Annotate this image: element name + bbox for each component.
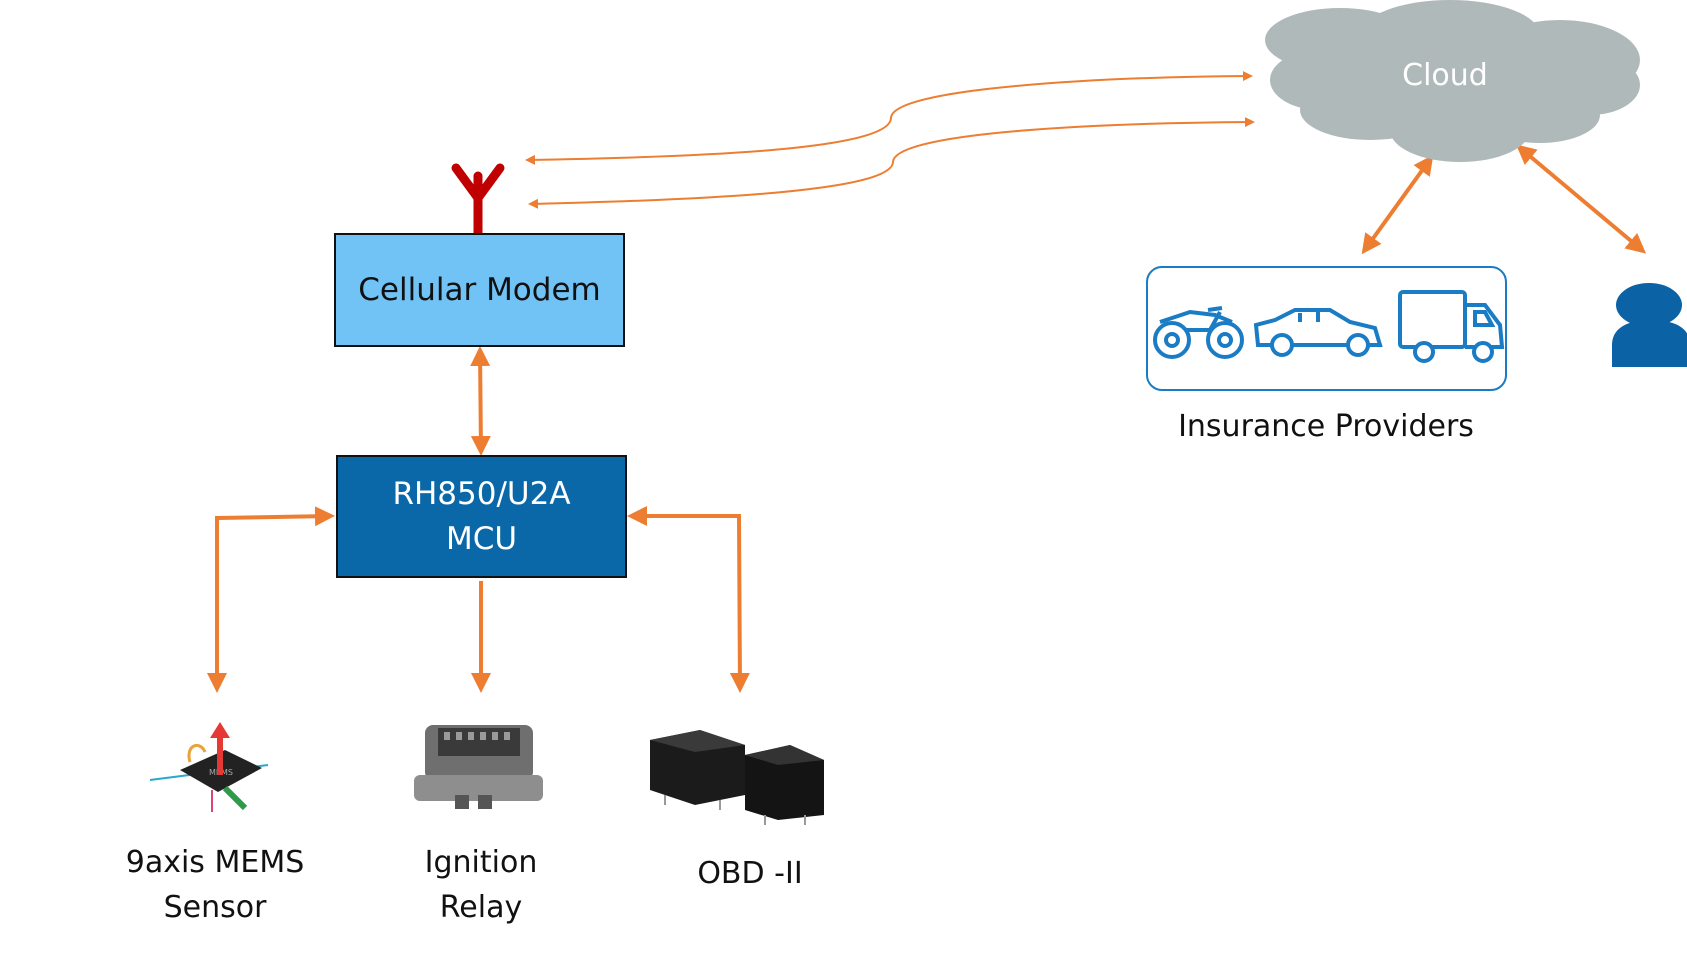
uplink-arrow bbox=[525, 71, 1253, 165]
car-icon bbox=[1253, 308, 1383, 357]
insurance-providers-box bbox=[1146, 266, 1507, 391]
antenna-icon bbox=[451, 163, 505, 240]
ignition-relay-label: Ignition Relay bbox=[425, 840, 538, 930]
relay-label-line1: Ignition bbox=[424, 845, 538, 880]
obd-label: OBD -II bbox=[697, 851, 802, 896]
insurance-providers-label: Insurance Providers bbox=[1178, 409, 1474, 444]
obd-relay-icon bbox=[650, 730, 824, 825]
truck-icon bbox=[1398, 290, 1505, 363]
cellular-modem-label: Cellular Modem bbox=[358, 272, 601, 308]
cloud-shape bbox=[1265, 0, 1640, 162]
ignition-relay-icon bbox=[414, 725, 543, 809]
mcu-mems-arrow bbox=[207, 506, 335, 693]
insurance-cloud-arrow bbox=[1361, 154, 1434, 255]
cloud-label: Cloud bbox=[1402, 58, 1488, 93]
modem-mcu-arrow bbox=[470, 346, 491, 456]
cloud-user-arrow bbox=[1515, 144, 1647, 254]
mcu-obd-arrow bbox=[627, 506, 750, 693]
mems-sensor-label: 9axis MEMS Sensor bbox=[126, 840, 305, 930]
mcu-label-line1: RH850/U2A bbox=[392, 475, 571, 512]
downlink-arrow bbox=[528, 117, 1255, 209]
motorcycle-icon bbox=[1153, 306, 1244, 359]
mcu-label-line2: MCU bbox=[445, 520, 518, 557]
mcu-block: RH850/U2A MCU bbox=[336, 455, 627, 578]
mems-label-line2: Sensor bbox=[163, 890, 267, 925]
cellular-modem-block: Cellular Modem bbox=[334, 233, 625, 347]
relay-label-line2: Relay bbox=[439, 890, 523, 925]
obd-label-line1: OBD -II bbox=[697, 856, 803, 891]
user-icon bbox=[1612, 283, 1687, 367]
mems-sensor-icon: MEMS bbox=[149, 722, 269, 812]
mems-label-line1: 9axis MEMS bbox=[125, 845, 305, 880]
